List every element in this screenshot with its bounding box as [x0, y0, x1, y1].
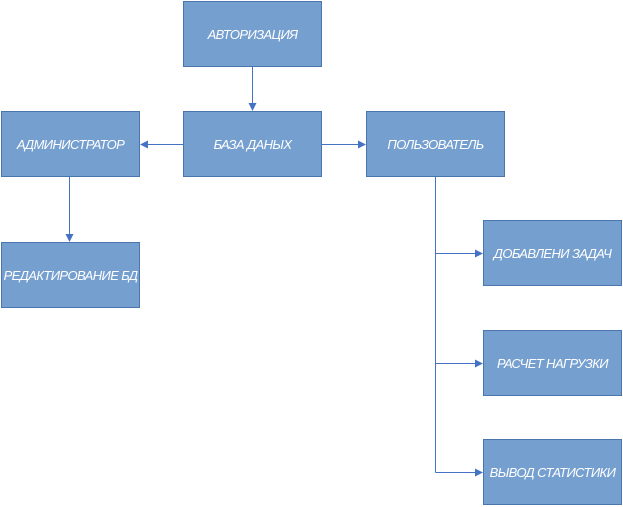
- node-edit-database: РЕДАКТИРОВАНИЕ БД: [1, 242, 140, 308]
- node-user: ПОЛЬЗОВАТЕЛЬ: [366, 111, 505, 177]
- node-authorization: АВТОРИЗАЦИЯ: [183, 1, 322, 67]
- node-add-tasks: ДОБАВЛЕНИ ЗАДАЧ: [483, 220, 622, 286]
- node-statistics-output: ВЫВОД СТАТИСТИКИ: [483, 439, 622, 505]
- node-administrator: АДМИНИСТРАТОР: [1, 111, 140, 177]
- node-load-calculation: РАСЧЕТ НАГРУЗКИ: [483, 330, 622, 396]
- node-database: БАЗА ДАНЫХ: [183, 111, 322, 177]
